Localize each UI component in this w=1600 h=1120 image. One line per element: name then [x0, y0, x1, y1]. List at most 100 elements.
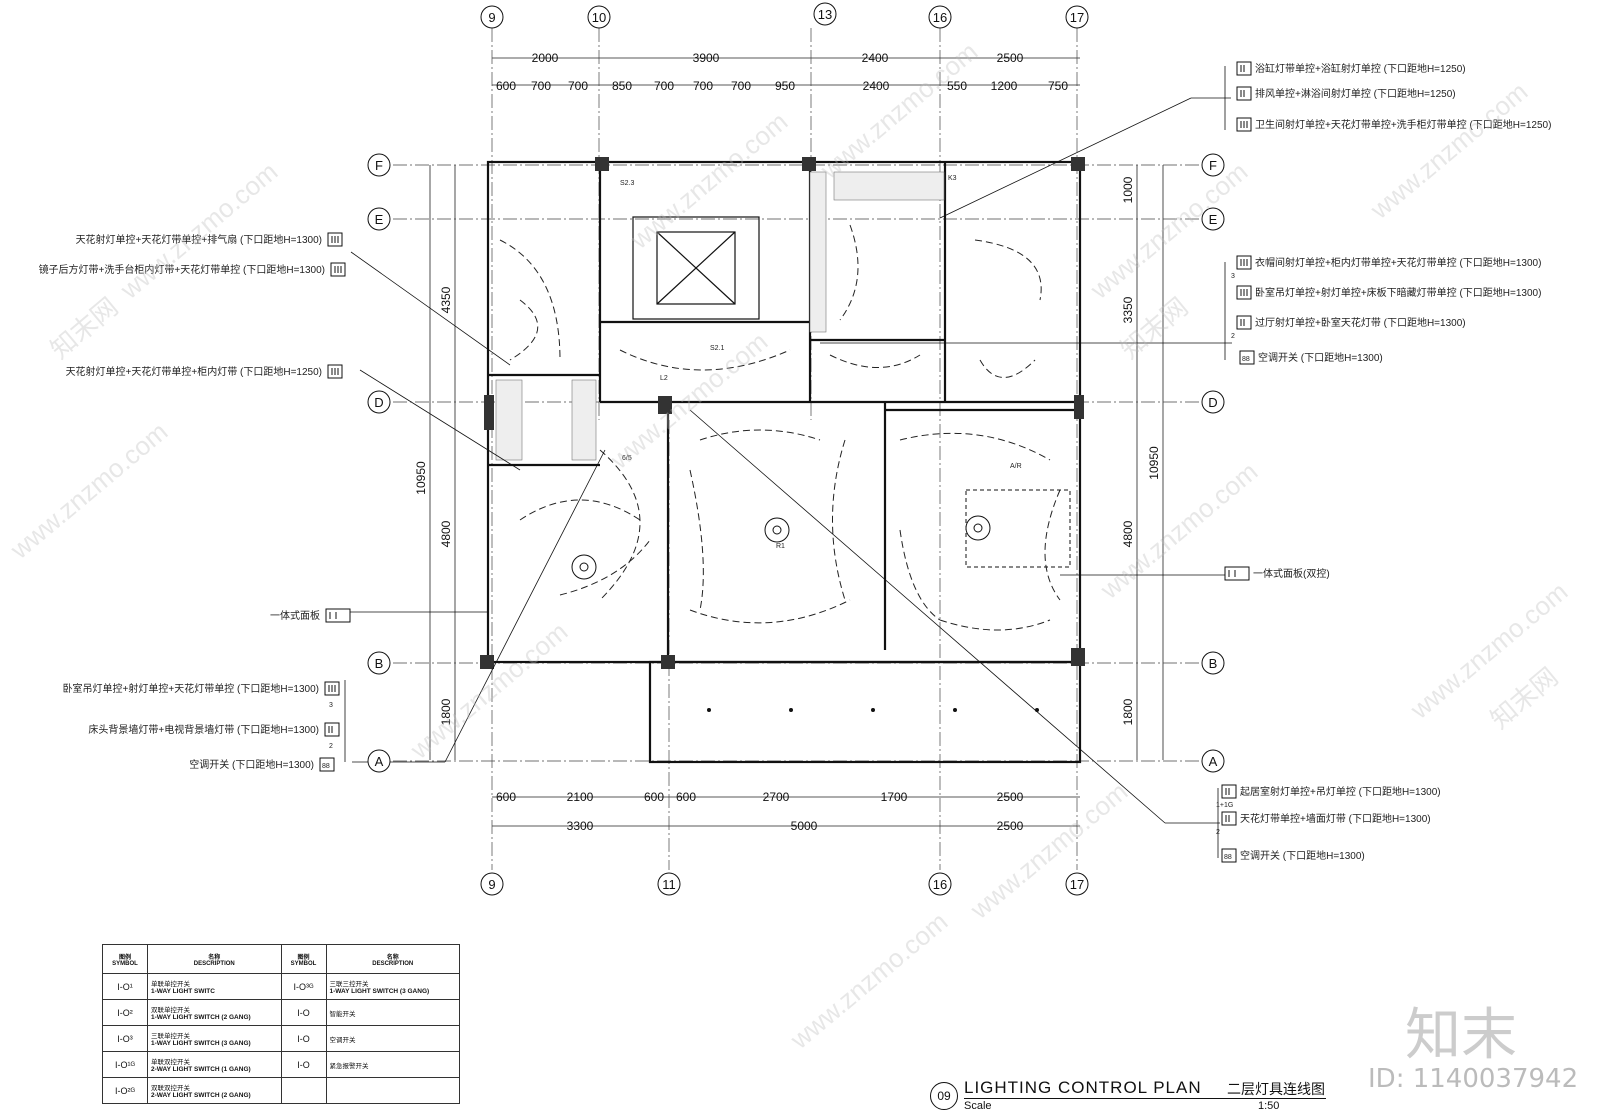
left-callouts: 天花射灯单控+天花灯带单控+排气扇 (下口距地H=1300)镜子后方灯带+洗手台…: [39, 232, 351, 772]
room-tag: S2.1: [710, 345, 725, 352]
callout-right-label: 天花灯带单控+墙面灯带 (下口距地H=1300): [1240, 812, 1431, 825]
pendant-lamps: [571, 489, 1071, 580]
ac-switch-icon: [319, 757, 335, 772]
switch-gang-count: 3: [1231, 273, 1235, 280]
callout-left-label: 空调开关 (下口距地H=1300): [189, 758, 314, 771]
callout-left-label: 卧室吊灯单控+射灯单控+天花灯带单控 (下口距地H=1300): [63, 682, 319, 695]
ac-switch-icon: [1221, 848, 1237, 863]
dimension-bottom-inner: 2100: [567, 790, 594, 804]
dimension-top-inner: 700: [654, 79, 674, 93]
sheet-number: 09: [930, 1082, 958, 1110]
dimension-top-outer: 2500: [997, 51, 1024, 65]
dimension-bottom-outer: 3300: [567, 819, 594, 833]
legend-desc-cn: 双联双控开关: [151, 1085, 190, 1092]
panel-icon: [1224, 566, 1250, 581]
dimension-bottom-inner: 2500: [997, 790, 1024, 804]
axis-label-right: A: [1209, 754, 1218, 769]
legend-desc-en: 1-WAY LIGHT SWITCH (3 GANG): [329, 988, 430, 995]
dimension-top-outer: 3900: [693, 51, 720, 65]
legend-description: 智能开关: [325, 999, 460, 1026]
legend-symbol: I-O²: [102, 999, 148, 1026]
drawing-title-cn: 二层灯具连线图: [1227, 1081, 1325, 1097]
legend-header-symbol-en: SYMBOL: [290, 960, 317, 967]
legend-description: 空调开关: [325, 1025, 460, 1052]
ac-switch-icon: [1239, 350, 1255, 365]
legend-symbol: I-O³: [102, 1025, 148, 1052]
legend-symbol: I-O²ᴳ: [102, 1077, 148, 1104]
dimension-bottom-inner: 600: [496, 790, 516, 804]
ac-switch-digits: 88: [1242, 356, 1250, 363]
dimension-top-inner: 750: [1048, 79, 1068, 93]
switch-gang-count: 1+1G: [1216, 802, 1233, 809]
panel-icon: [325, 608, 351, 623]
dimension-right-total: 10950: [1147, 446, 1161, 480]
drawing-title-en: LIGHTING CONTROL PLAN: [964, 1078, 1202, 1097]
dimension-top-inner: 1200: [991, 79, 1018, 93]
dimension-right-part: 3350: [1121, 296, 1135, 323]
legend-header-symbol-cn: 图例: [297, 954, 310, 961]
axis-label-top: 17: [1070, 10, 1084, 25]
axis-label-top: 9: [488, 10, 495, 25]
dimension-right-part: 1800: [1121, 698, 1135, 725]
room-tag: 6/5: [622, 455, 632, 462]
dimension-bottom-inner: 600: [644, 790, 664, 804]
legend-desc-cn: 智能开关: [329, 1010, 356, 1018]
legend-symbol: I-O: [280, 1051, 327, 1078]
switch-gang-count: 3: [329, 702, 333, 709]
site-watermark: www.znzmo.com: [1404, 576, 1573, 725]
dimension-top-inner: 700: [531, 79, 551, 93]
legend-symbol: [280, 1077, 327, 1104]
legend-header-symbol-cn: 图例: [118, 954, 131, 961]
brand-logo: 知末: [1405, 1003, 1517, 1068]
callout-right-label: 起居室射灯单控+吊灯单控 (下口距地H=1300): [1240, 785, 1441, 798]
legend-desc-cn: 三联单控开关: [151, 1033, 190, 1040]
axis-label-left: B: [375, 656, 384, 671]
room-tag: L2: [660, 375, 668, 382]
callout-left-label: 天花射灯单控+天花灯带单控+柜内灯带 (下口距地H=1250): [66, 365, 322, 378]
callout-right-label: 过厅射灯单控+卧室天花灯带 (下口距地H=1300): [1255, 316, 1466, 329]
dimension-top-inner: 550: [947, 79, 967, 93]
dimension-top-inner: 600: [496, 79, 516, 93]
callout-right-label: 卧室吊灯单控+射灯单控+床板下暗藏灯带单控 (下口距地H=1300): [1255, 286, 1541, 299]
callout-right-label: 排风单控+淋浴间射灯单控 (下口距地H=1250): [1255, 87, 1456, 100]
scale-value: 1:50: [1258, 1100, 1280, 1112]
site-watermark: www.znzmo.com: [1084, 156, 1253, 305]
legend-desc-en: 2-WAY LIGHT SWITCH (2 GANG): [151, 1092, 251, 1099]
callout-right-label: 卫生间射灯单控+天花灯带单控+洗手柜灯带单控 (下口距地H=1250): [1255, 118, 1551, 131]
legend-desc-en: 2-WAY LIGHT SWITCH (1 GANG): [151, 1066, 251, 1073]
dimension-bottom-outer: 5000: [791, 819, 818, 833]
dimension-left-part: 4800: [439, 520, 453, 547]
site-watermark: www.znzmo.com: [114, 156, 283, 305]
structural-columns: [480, 157, 1085, 669]
ac-switch-digits: 88: [322, 763, 330, 770]
switch-gang-count: 2: [1216, 829, 1220, 836]
dimension-top-inner: 950: [775, 79, 795, 93]
legend-header-symbol-en: SYMBOL: [112, 960, 138, 967]
legend-description: 紧急报警开关: [325, 1051, 460, 1078]
axis-label-left: F: [375, 158, 383, 173]
axis-label-right: B: [1209, 656, 1218, 671]
site-watermark: www.znzmo.com: [964, 776, 1133, 925]
dimension-right-part: 1000: [1121, 176, 1135, 203]
callout-right-label: 浴缸灯带单控+浴缸射灯单控 (下口距地H=1250): [1255, 62, 1466, 75]
dimension-bottom-outer: 2500: [997, 819, 1024, 833]
dimension-top-inner: 700: [568, 79, 588, 93]
lighting-wiring-arcs: [499, 224, 1061, 631]
dimension-right-part: 4800: [1121, 520, 1135, 547]
callout-left-label: 一体式面板: [270, 609, 320, 622]
legend-header-desc-en: DESCRIPTION: [372, 960, 414, 967]
cn-watermark: 知末网: [1485, 661, 1564, 734]
dimension-top-inner: 700: [693, 79, 713, 93]
switch-gang-count: 2: [329, 743, 333, 750]
axis-label-left: D: [374, 395, 383, 410]
image-id-watermark: ID: 1140037942: [1368, 1064, 1579, 1094]
